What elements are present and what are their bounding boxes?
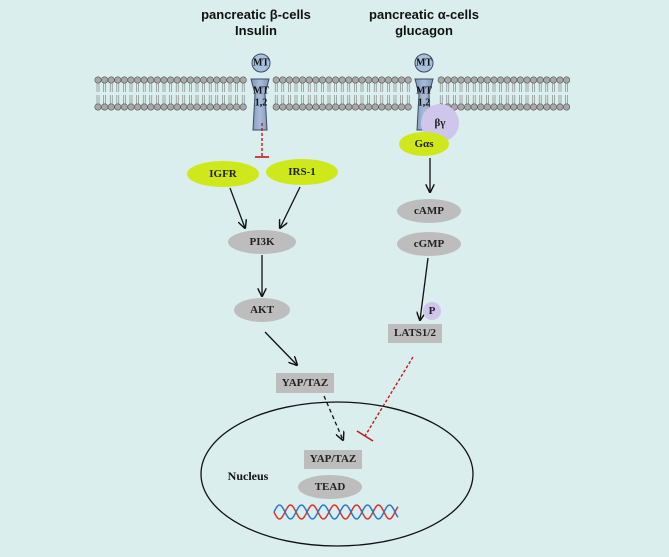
- arrow-igfr-to-pi3k: [229, 187, 245, 228]
- alpha-cells-title: pancreatic α-cells: [369, 7, 479, 22]
- arrow-cgmp-to-lats: [420, 257, 429, 320]
- arrow-irs1-to-pi3k: [280, 186, 301, 228]
- cgmp-label: cGMP: [414, 238, 445, 250]
- yap-taz-cytoplasm-label: YAP/TAZ: [282, 377, 328, 389]
- phosphate-label: P: [429, 305, 436, 317]
- tead-node: [298, 475, 362, 499]
- receptor-right-top-label: MT: [416, 58, 432, 69]
- igfr-node: [187, 161, 259, 187]
- nucleus-membrane: [200, 401, 474, 547]
- glucagon-label: glucagon: [395, 23, 453, 38]
- irs1-node: [266, 159, 338, 185]
- yap-taz-nucleus-box: [304, 450, 362, 469]
- inhibition-bar-right: [356, 430, 374, 442]
- camp-node: [397, 199, 461, 223]
- phosphate-circle: [423, 302, 441, 320]
- lats-label: LATS1/2: [394, 327, 436, 339]
- g-alpha-s-label: Gαs: [415, 138, 435, 150]
- nucleus-label: Nucleus: [228, 469, 269, 483]
- receptor-left-body-line2: 1,2: [255, 98, 268, 109]
- camp-label: cAMP: [414, 205, 444, 217]
- inhibition-dashed-line-right: [364, 356, 414, 437]
- lats-box: [388, 324, 442, 343]
- receptor-right-body-line2: 1,2: [418, 98, 431, 109]
- cell-membrane: [94, 76, 571, 111]
- g-alpha-s-node: [399, 132, 449, 156]
- akt-label: AKT: [250, 304, 275, 316]
- irs1-label: IRS-1: [288, 166, 316, 178]
- arrow-akt-to-yap-taz: [264, 331, 297, 365]
- insulin-label: Insulin: [235, 23, 277, 38]
- beta-cells-title: pancreatic β-cells: [201, 7, 311, 22]
- cgmp-node: [397, 232, 461, 256]
- tead-label: TEAD: [315, 481, 346, 493]
- yap-taz-nucleus-label: YAP/TAZ: [310, 453, 356, 465]
- yap-taz-cytoplasm-box: [276, 373, 334, 393]
- receptor-left-body-line1: MT: [253, 86, 269, 97]
- receptor-right-body-line1: MT: [416, 86, 432, 97]
- dna-double-helix: [273, 504, 399, 520]
- igfr-label: IGFR: [209, 168, 238, 180]
- arrow-yap-taz-to-nucleus: [323, 395, 343, 440]
- melatonin-receptor-left: MT MT 1,2: [250, 53, 271, 131]
- akt-node: [234, 298, 290, 322]
- pi3k-label: PI3K: [249, 236, 275, 248]
- beta-gamma-label: βγ: [435, 117, 446, 129]
- pi3k-node: [228, 230, 296, 254]
- receptor-left-top-label: MT: [253, 58, 269, 69]
